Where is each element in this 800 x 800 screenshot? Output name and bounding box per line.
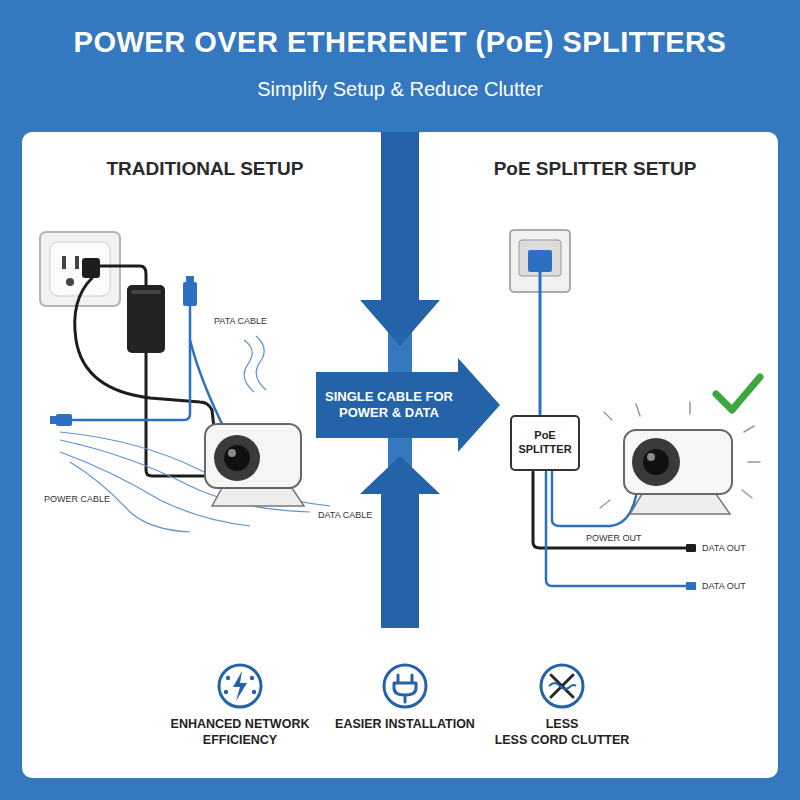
data-cable <box>72 306 190 420</box>
arrow-label: SINGLE CABLE FOR POWER & DATA <box>322 389 456 422</box>
camera-left <box>205 424 304 506</box>
network-dot <box>226 676 230 680</box>
power-cable <box>75 266 214 476</box>
flow-arrow <box>360 300 440 346</box>
port-label: DATA OUT <box>700 581 748 591</box>
wall-outlet <box>66 278 74 286</box>
glow-rays <box>604 412 612 420</box>
cable-label: DATA CABLE <box>316 510 374 520</box>
port-label: POWER OUT <box>584 533 644 543</box>
icon-ring <box>219 665 261 707</box>
wall-outlet <box>62 256 66 269</box>
benefit-label: ENHANCED NETWORK EFFICIENCY <box>165 716 315 749</box>
benefit-icon <box>538 662 586 710</box>
icon-ring <box>384 665 426 707</box>
rj45-plug <box>186 276 194 283</box>
glow-rays <box>600 500 610 508</box>
camera-left <box>228 449 236 457</box>
benefit-icon <box>216 662 264 710</box>
cable-end <box>686 582 696 590</box>
glow-rays <box>636 404 640 416</box>
subtitle: Simplify Setup & Reduce Clutter <box>257 78 543 101</box>
power-adapter <box>131 290 161 294</box>
page-title: POWER OVER ETHERENET (PoE) SPLITTERS <box>10 26 790 59</box>
icon-ring <box>541 665 583 707</box>
camera-left <box>205 424 301 488</box>
glow-rays <box>744 426 754 432</box>
wall-outlet <box>50 242 110 296</box>
arrow-banner: SINGLE CABLE FOR POWER & DATA <box>316 358 500 452</box>
cable-label: PATA CABLE <box>212 316 269 326</box>
rj45-plug <box>183 282 197 306</box>
cable-wave <box>244 340 254 392</box>
power-adapter <box>127 285 165 353</box>
panel-heading: PoE SPLITTER SETUP <box>412 158 778 180</box>
power-cable <box>100 266 146 286</box>
panel-heading: TRADITIONAL SETUP <box>22 158 388 180</box>
benefit-label: EASIER INSTALLATION <box>330 716 480 732</box>
device-label: PoE SPLITTER <box>512 429 578 457</box>
glow-rays <box>689 402 691 414</box>
check-mark <box>716 377 760 410</box>
benefit-label: LESS <box>487 716 637 732</box>
rj45-plug <box>50 276 197 426</box>
rj45-plug <box>50 416 57 424</box>
poe-cable <box>539 272 542 414</box>
flow-arrow <box>360 456 440 494</box>
plug-icon <box>394 675 416 702</box>
port-label: DATA OUT <box>700 543 748 553</box>
flow-arrow <box>381 132 419 304</box>
glow-rays <box>600 402 760 508</box>
panel-ground <box>22 132 778 778</box>
splitter-box: PoE SPLITTER <box>510 415 580 471</box>
wall-outlet <box>82 258 100 278</box>
camera-left <box>212 488 304 506</box>
camera-right <box>632 438 680 486</box>
glow-rays <box>742 490 752 498</box>
rj45-plug <box>56 414 72 426</box>
camera-left <box>224 445 250 471</box>
data-cable <box>190 340 226 432</box>
arrow-body <box>316 358 500 452</box>
benefit-label: LESS CORD CLUTTER <box>487 732 637 748</box>
network-dot <box>250 676 254 680</box>
benefit-item: LESSLESS CORD CLUTTER <box>487 662 637 749</box>
flow-arrow <box>381 492 419 628</box>
camera-right <box>630 494 730 514</box>
cable-end <box>686 544 696 552</box>
cord-icon <box>549 683 576 689</box>
camera-left <box>214 435 260 481</box>
cable-label: POWER CABLE <box>42 494 112 504</box>
check-mark <box>716 377 760 410</box>
camera-right <box>647 453 655 461</box>
lightning-icon <box>233 671 247 701</box>
network-dot <box>252 690 256 694</box>
panel-ground <box>22 628 778 778</box>
glow-rays <box>748 461 760 463</box>
camera-right <box>624 430 732 514</box>
benefit-icon <box>381 662 429 710</box>
camera-right <box>624 430 732 494</box>
benefit-item: EASIER INSTALLATION <box>330 662 480 732</box>
camera-right <box>643 449 669 475</box>
cable-end <box>686 544 696 590</box>
arrow-text-area: SINGLE CABLE FOR POWER & DATA <box>322 372 456 438</box>
network-dot <box>224 690 228 694</box>
ethernet-jack <box>528 250 552 272</box>
data-cable <box>72 306 226 432</box>
cable-wave <box>256 336 266 390</box>
wall-outlet <box>75 256 79 269</box>
benefit-item: ENHANCED NETWORK EFFICIENCY <box>165 662 315 749</box>
power-cable <box>146 353 212 476</box>
power-adapter <box>127 285 165 353</box>
